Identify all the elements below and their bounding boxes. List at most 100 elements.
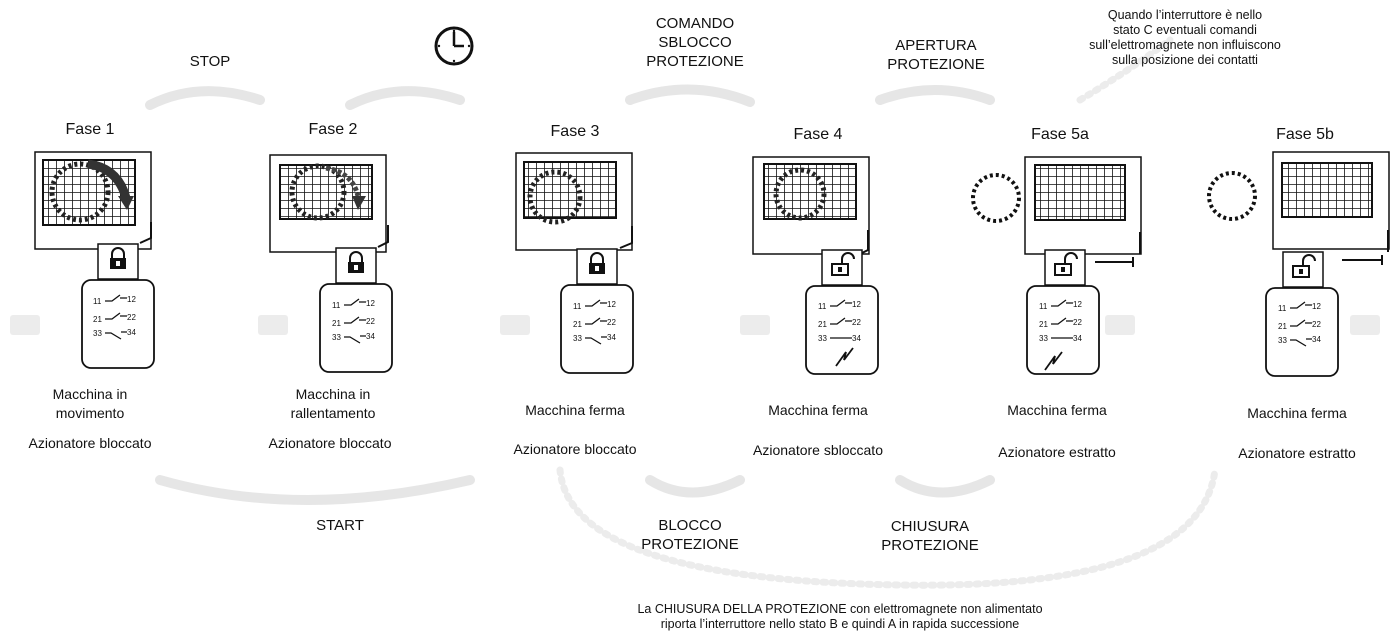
contact-label: 11: [93, 297, 102, 306]
flow-arrow-apertura: [875, 85, 995, 105]
blocco-line: PROTEZIONE: [641, 536, 739, 553]
start-label: START: [316, 517, 364, 534]
contact-label: 21: [1278, 322, 1287, 331]
contact-label: 34: [366, 332, 375, 341]
state-line: Macchina in: [295, 386, 371, 402]
comando-line: SBLOCCO: [658, 34, 732, 51]
flow-arrow-blocco: [645, 475, 745, 498]
contact-label: 12: [366, 299, 375, 308]
lightning-icon: [835, 347, 854, 367]
phase-4-state: Macchina ferma: [768, 402, 868, 418]
contact-label: 12: [852, 300, 861, 309]
contact-label: 22: [1073, 318, 1082, 327]
phase-title-5a: Fase 5a: [1031, 126, 1089, 143]
contact-label: 21: [1039, 320, 1048, 329]
bottom-note: La CHIUSURA DELLA PROTEZIONE con elettro…: [560, 602, 1120, 632]
contact-label: 21: [332, 319, 341, 328]
contact-label: 33: [1278, 336, 1287, 345]
top-note-line: sull’elettromagnete non influiscono: [1089, 38, 1281, 52]
marker: [1350, 315, 1380, 335]
marker: [740, 315, 770, 335]
blocco-label: BLOCCO PROTEZIONE: [625, 516, 755, 554]
top-note-line: sulla posizione dei contatti: [1112, 53, 1258, 67]
contact-label: 22: [127, 313, 136, 322]
state-line: rallentamento: [290, 405, 376, 421]
phase-title-3: Fase 3: [550, 123, 600, 140]
contact-label: 12: [1312, 302, 1321, 311]
phase-3-actuator: Azionatore bloccato: [513, 441, 637, 457]
marker: [500, 315, 530, 335]
contact-label: 22: [607, 318, 616, 327]
flow-arrow-dotted-top: [1076, 36, 1174, 104]
lightning-icon: [1044, 351, 1063, 371]
phase-1-actuator: Azionatore bloccato: [28, 435, 152, 451]
phase-3-state: Macchina ferma: [525, 402, 625, 418]
phase-2-state: Macchina in rallentamento: [248, 385, 418, 423]
top-note-line: stato C eventuali comandi: [1113, 23, 1257, 37]
contact-label: 33: [573, 334, 582, 343]
flow-arrow-chiusura: [895, 475, 995, 498]
phase-3-device: [515, 152, 634, 374]
contact-label: 33: [818, 334, 827, 343]
blocco-line: BLOCCO: [658, 517, 722, 534]
phase-5a-device: [971, 156, 1142, 375]
contact-label: 33: [332, 333, 341, 342]
apertura-line: PROTEZIONE: [887, 56, 985, 73]
phase-1-state: Macchina in movimento: [10, 385, 170, 423]
rotation-arrow-icon: [87, 159, 131, 200]
padlock-closed-icon: [589, 252, 605, 274]
contact-label: 11: [1278, 304, 1287, 313]
contact-label: 34: [607, 333, 616, 342]
marker: [10, 315, 40, 335]
marker: [1105, 315, 1135, 335]
contact-label: 11: [818, 302, 827, 311]
contact-label: 22: [1312, 320, 1321, 329]
contact-label: 12: [1073, 300, 1082, 309]
apertura-label: APERTURA PROTEZIONE: [866, 36, 1006, 74]
phase-title-4: Fase 4: [793, 126, 843, 143]
contact-label: 21: [573, 320, 582, 329]
chiusura-line: PROTEZIONE: [881, 537, 979, 554]
chiusura-label: CHIUSURA PROTEZIONE: [865, 517, 995, 555]
stop-label: STOP: [189, 53, 231, 70]
flow-arrow-dotted-bottom: [556, 466, 1219, 589]
phase-4-actuator: Azionatore sbloccato: [753, 442, 883, 458]
contact-label: 12: [127, 295, 136, 304]
contact-label: 33: [93, 329, 102, 338]
phase-5b-actuator: Azionatore estratto: [1238, 445, 1356, 461]
phase-2-device: [269, 154, 393, 373]
flow-arrow-start: [155, 475, 475, 505]
contact-label: 22: [366, 317, 375, 326]
phase-2-actuator: Azionatore bloccato: [268, 435, 392, 451]
flow-arrow-stop-2: [345, 86, 465, 110]
phase-title-2: Fase 2: [308, 121, 358, 138]
contact-label: 33: [1039, 334, 1048, 343]
padlock-open-icon: [1054, 252, 1078, 276]
comando-line: COMANDO: [655, 15, 735, 32]
state-line: movimento: [55, 405, 125, 421]
flow-arrow-comando: [625, 84, 755, 107]
contact-label: 11: [332, 301, 341, 310]
comando-label: COMANDO SBLOCCO PROTEZIONE: [625, 14, 765, 71]
contact-label: 34: [1312, 335, 1321, 344]
bottom-note-line: riporta l’interruttore nello stato B e q…: [660, 617, 1020, 631]
contact-label: 21: [818, 320, 827, 329]
contact-label: 11: [1039, 302, 1048, 311]
phase-title-5b: Fase 5b: [1276, 126, 1334, 143]
contact-label: 21: [93, 315, 102, 324]
phase-5a-actuator: Azionatore estratto: [998, 444, 1116, 460]
contact-label: 34: [127, 328, 136, 337]
phase-title-1: Fase 1: [65, 121, 115, 138]
padlock-closed-icon: [110, 247, 126, 269]
contact-label: 34: [852, 334, 861, 343]
contact-label: 12: [607, 300, 616, 309]
state-line: Macchina in: [52, 386, 128, 402]
phase-4-device: [752, 156, 879, 375]
chiusura-line: CHIUSURA: [890, 518, 970, 535]
contact-label: 34: [1073, 334, 1082, 343]
contact-label: 11: [573, 302, 582, 311]
top-note-line: Quando l’interruttore è nello: [1107, 8, 1263, 22]
